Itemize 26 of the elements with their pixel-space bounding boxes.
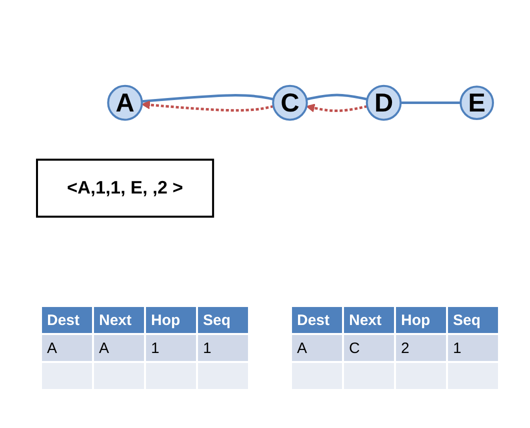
table-cell: A	[42, 335, 92, 361]
connector	[306, 94, 368, 100]
table-cell: A	[292, 335, 342, 361]
table-cell: A	[94, 335, 144, 361]
node-circle: D	[366, 84, 402, 121]
column-header: Hop	[146, 307, 196, 333]
table-cell: 1	[448, 335, 498, 361]
column-header: Dest	[42, 307, 92, 333]
column-header: Dest	[292, 307, 342, 333]
column-header: Seq	[198, 307, 248, 333]
connector	[142, 94, 274, 103]
arrow	[141, 100, 274, 112]
node-box: <A,1,1, E, ,2 >	[36, 158, 214, 218]
column-header: Next	[94, 307, 144, 333]
column-header: Seq	[448, 307, 498, 333]
table-cell: 1	[146, 335, 196, 361]
node-circle: A	[107, 84, 143, 121]
table-cell: 2	[396, 335, 446, 361]
column-header: Next	[344, 307, 394, 333]
column-header: Hop	[396, 307, 446, 333]
arrow	[306, 104, 368, 112]
table-cell: 1	[198, 335, 248, 361]
table-cell: C	[344, 335, 394, 361]
node-circle: E	[460, 86, 494, 120]
connector	[400, 102, 461, 104]
node-circle: C	[272, 84, 308, 121]
